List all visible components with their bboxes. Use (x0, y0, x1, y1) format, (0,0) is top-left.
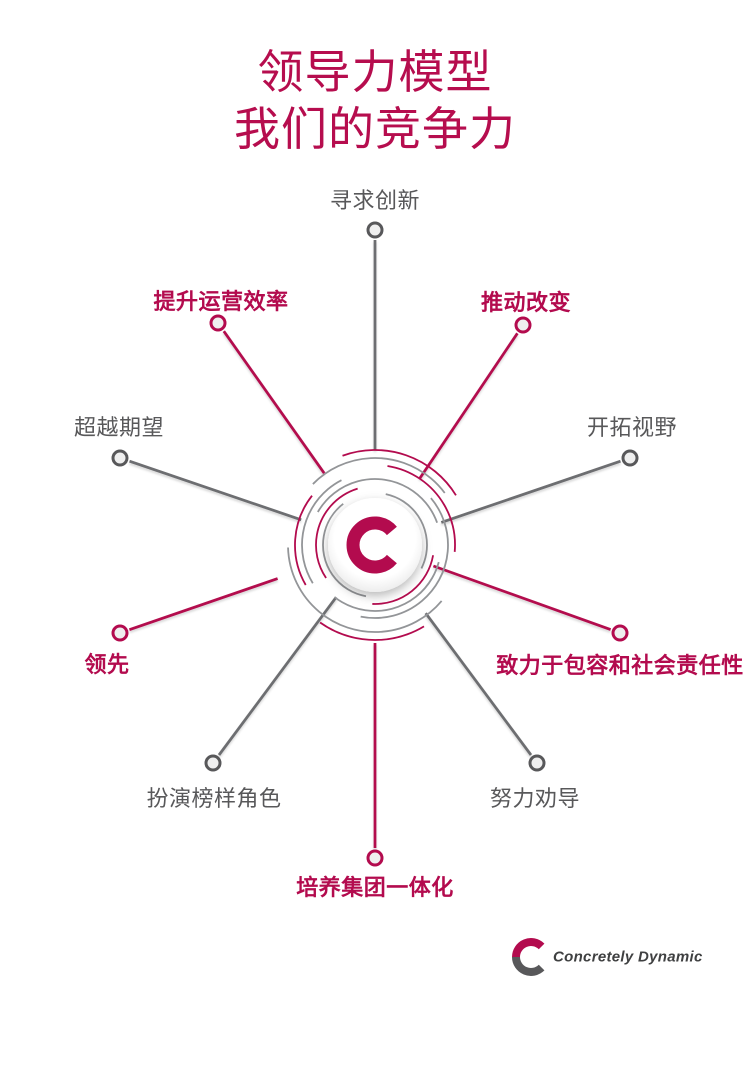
spoke-line (129, 459, 302, 522)
node-dot (621, 449, 639, 467)
node-label-lead: 领先 (84, 652, 130, 677)
page-title: 领导力模型 我们的竞争力 (0, 44, 750, 158)
ring-arc (294, 464, 456, 626)
node-dot (611, 624, 629, 642)
hub-circle (328, 498, 422, 592)
title-line-2: 我们的竞争力 (234, 103, 516, 155)
ring-arc (301, 471, 449, 619)
ring-arc (287, 457, 463, 633)
node-dot (514, 316, 532, 334)
node-label-exceed-expectations: 超越期望 (73, 415, 165, 440)
spoke-line (217, 596, 338, 756)
node-label-broaden-horizons: 开拓视野 (586, 415, 678, 440)
spoke-line (424, 612, 533, 756)
node-dot (366, 849, 384, 867)
center-hub (328, 498, 422, 592)
node-label-seek-innovation: 寻求创新 (329, 188, 421, 213)
brand-c-logo-icon (512, 938, 545, 976)
node-label-drive-change: 推动改变 (480, 290, 572, 315)
spoke-line (440, 459, 621, 524)
node-dot (111, 624, 129, 642)
brand-name: Concretely Dynamic (553, 948, 703, 966)
node-label-role-model: 扮演榜样角色 (146, 786, 282, 811)
ring-arc (315, 485, 435, 605)
ring-arcs (279, 449, 471, 641)
spoke-lines (128, 240, 621, 848)
brand-c-logo-accent-arc (512, 938, 545, 958)
ring-arc (322, 492, 428, 598)
hub-c-logo-icon (346, 516, 397, 574)
node-dot (209, 314, 227, 332)
node-dots (111, 221, 639, 867)
node-dot (528, 754, 546, 772)
node-label-operational-efficiency: 提升运营效率 (153, 289, 289, 314)
node-label-group-integration: 培养集团一体化 (296, 875, 454, 900)
node-label-strive-persuade: 努力劝导 (489, 786, 581, 811)
spoke-line (418, 332, 519, 480)
node-dot (111, 449, 129, 467)
node-dot (204, 754, 222, 772)
node-label-inclusion-responsibility: 致力于包容和社会责任性 (496, 653, 744, 678)
node-dot (366, 221, 384, 239)
spoke-line (222, 330, 326, 474)
brand-c-logo-gray-arc (512, 956, 545, 976)
ring-arc (279, 449, 471, 641)
spoke-line (432, 564, 612, 631)
spoke-line (128, 577, 279, 631)
ring-arc (308, 478, 442, 612)
title-line-1: 领导力模型 (257, 46, 493, 98)
